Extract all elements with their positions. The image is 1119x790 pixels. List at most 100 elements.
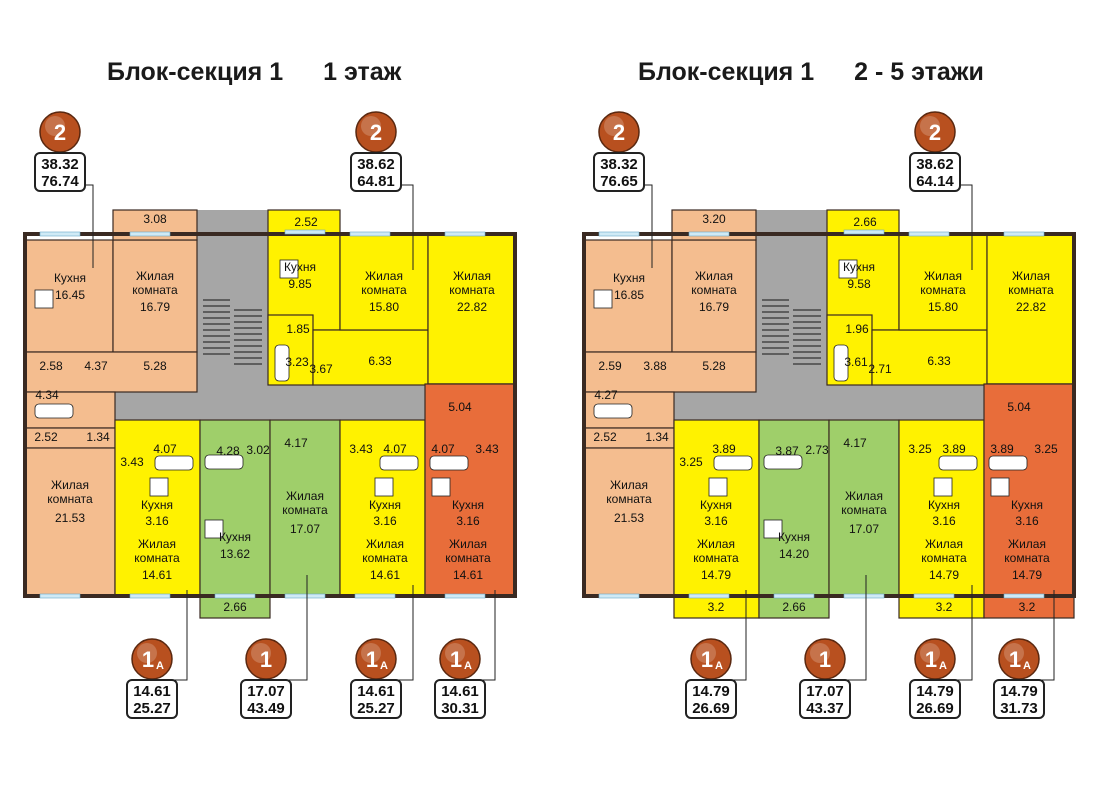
area-label: 3.43 (349, 442, 373, 456)
area-label: 3.2 (936, 600, 953, 614)
total-area: 64.14 (916, 173, 954, 190)
room-label: Кухня (141, 498, 173, 512)
room-living-a1 (671, 239, 757, 353)
area-label: 5.04 (1007, 400, 1031, 414)
area-box (126, 679, 178, 719)
apt-d-living (828, 419, 900, 597)
area-label: 4.34 (35, 388, 59, 402)
total-area: 43.37 (806, 700, 844, 717)
floor-name-right: 2 - 5 этажи (854, 58, 984, 86)
room-count: 1 (701, 647, 713, 672)
room-count: 2 (54, 120, 66, 145)
area-label: 3.88 (643, 359, 667, 373)
window (444, 593, 486, 599)
window (843, 229, 885, 235)
window (1003, 593, 1045, 599)
room-label: Жилая (286, 489, 324, 503)
window (444, 231, 486, 237)
apt-e (898, 419, 985, 597)
window (1003, 231, 1045, 237)
plan-floors-2-5: Кухня16.85Жилаякомната16.79Кухня9.58Жила… (582, 111, 1076, 719)
room-label: 21.53 (614, 511, 644, 525)
living-area: 14.61 (357, 683, 395, 700)
room-label: 9.58 (847, 277, 871, 291)
room-label: 3.16 (145, 514, 169, 528)
room-label: 14.61 (453, 568, 483, 582)
room-label: Жилая (136, 269, 174, 283)
room-label: комната (134, 551, 180, 565)
room-label: 14.61 (370, 568, 400, 582)
room-count-suffix: А (464, 660, 472, 672)
circle-highlight (920, 643, 940, 663)
total-area: 30.31 (441, 700, 479, 717)
room-label: Кухня (369, 498, 401, 512)
room-living-a1 (112, 239, 198, 353)
apt-c (673, 419, 760, 597)
area-label: 2.66 (782, 600, 806, 614)
room-label: комната (362, 551, 408, 565)
room-label: Жилая (453, 269, 491, 283)
room-label: комната (132, 283, 178, 297)
window (598, 231, 640, 237)
total-area: 26.69 (916, 700, 954, 717)
room-kitchen-b (267, 233, 341, 331)
room-label: 3.16 (456, 514, 480, 528)
bathtub-fixture (204, 454, 244, 470)
room-label: Кухня (452, 498, 484, 512)
total-area: 43.49 (247, 700, 285, 717)
room-label: комната (921, 551, 967, 565)
room-label: Кухня (613, 271, 645, 285)
area-label: 1.34 (86, 430, 110, 444)
area-label: 2.59 (598, 359, 622, 373)
living-area: 14.61 (133, 683, 171, 700)
area-label: 3.08 (143, 212, 167, 226)
area-label: 3.2 (1019, 600, 1036, 614)
room-label: Жилая (924, 269, 962, 283)
window (349, 231, 391, 237)
room-label: Жилая (366, 537, 404, 551)
room-label: Жилая (449, 537, 487, 551)
room-count: 1 (819, 647, 831, 672)
room-label: комната (691, 283, 737, 297)
room-label: Кухня (219, 530, 251, 544)
area-label: 3.89 (990, 442, 1014, 456)
room-living-b2 (427, 233, 516, 385)
room-label: Кухня (54, 271, 86, 285)
window (843, 593, 885, 599)
room-label: 15.80 (369, 300, 399, 314)
window (129, 231, 171, 237)
area-label: 3.43 (120, 455, 144, 469)
room-count-suffix: А (156, 660, 164, 672)
living-area: 14.79 (916, 683, 954, 700)
room-label: 16.45 (55, 288, 85, 302)
area-label: 2.73 (805, 443, 829, 457)
room-label: Кухня (700, 498, 732, 512)
room-label: 14.79 (1012, 568, 1042, 582)
room-label: 14.79 (701, 568, 731, 582)
room-label: Жилая (1012, 269, 1050, 283)
window (913, 593, 955, 599)
bathtub-fixture (938, 455, 978, 471)
window (39, 231, 81, 237)
apt-d-living (269, 419, 341, 597)
living-area: 14.79 (692, 683, 730, 700)
room-label: 16.79 (699, 300, 729, 314)
area-label: 4.07 (383, 442, 407, 456)
area-label: 2.66 (853, 215, 877, 229)
area-label: 3.25 (908, 442, 932, 456)
room-label: 22.82 (457, 300, 487, 314)
total-area: 76.74 (41, 173, 79, 190)
room-count: 1 (366, 647, 378, 672)
room-label: Жилая (697, 537, 735, 551)
circle-highlight (604, 116, 624, 136)
window (598, 593, 640, 599)
floor-name-left: 1 этаж (323, 58, 402, 86)
room-label: Кухня (1011, 498, 1043, 512)
area-label: 4.17 (284, 436, 308, 450)
room-label: 16.85 (614, 288, 644, 302)
area-label: 2.52 (34, 430, 58, 444)
window (284, 593, 326, 599)
room-label: Жилая (51, 478, 89, 492)
